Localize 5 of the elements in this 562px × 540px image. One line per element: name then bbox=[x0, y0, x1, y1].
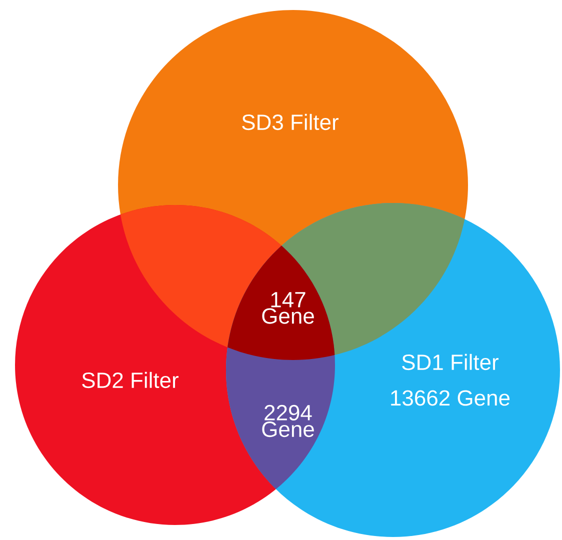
venn-label: SD2 Filter bbox=[82, 372, 178, 388]
venn-label: SD3 Filter bbox=[242, 114, 338, 130]
count-label: 147 Gene bbox=[262, 292, 314, 324]
venn-label: SD1 Filter 13662 Gene bbox=[391, 354, 510, 406]
count-label: 2294 Gene bbox=[262, 404, 314, 438]
